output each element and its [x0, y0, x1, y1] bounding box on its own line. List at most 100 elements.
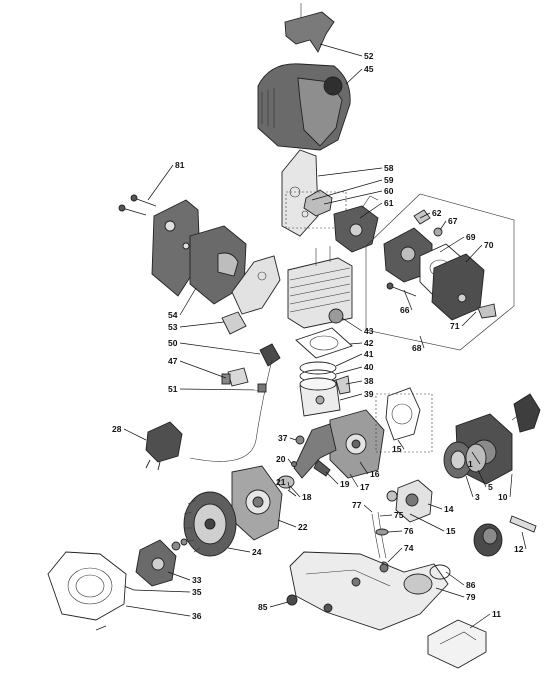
- leader-line-22: [277, 519, 297, 528]
- callout-5: 5: [488, 482, 493, 492]
- part-crankcase: [329, 409, 385, 479]
- leader-line-41: [335, 353, 363, 367]
- part-cylinder: [287, 246, 353, 329]
- leader-line-40: [335, 366, 363, 375]
- callout-22: 22: [298, 522, 308, 532]
- callout-76: 76: [404, 526, 414, 536]
- callout-16: 16: [370, 469, 380, 479]
- leader-line-53: [179, 321, 225, 328]
- leader-line-16: [359, 461, 369, 475]
- callout-66: 66: [400, 305, 410, 315]
- leader-line-10: [509, 473, 513, 498]
- callout-19: 19: [340, 479, 350, 489]
- leader-line-14: [427, 503, 443, 510]
- callout-11: 11: [492, 609, 501, 619]
- leader-line-33: [167, 571, 191, 581]
- part-nut-51: [257, 383, 267, 393]
- leader-line-19: [325, 471, 339, 485]
- callout-28: 28: [112, 424, 122, 434]
- leader-line-3: [465, 475, 474, 498]
- part-crank-pin-21: [287, 489, 297, 497]
- callout-59: 59: [384, 175, 394, 185]
- leader-line-24: [227, 547, 251, 553]
- part-carburetor: [333, 195, 379, 253]
- leader-line-75: [379, 514, 393, 517]
- leader-line-66: [403, 289, 413, 311]
- callout-36: 36: [192, 611, 202, 621]
- leader-line-50: [179, 342, 261, 355]
- callout-20: 20: [276, 454, 286, 464]
- leader-lines: [123, 43, 527, 629]
- leader-line-59: [311, 179, 383, 201]
- leader-line-58: [317, 167, 383, 177]
- callout-81: 81: [175, 160, 185, 170]
- callout-50: 50: [168, 338, 178, 348]
- part-top-cap: [284, 3, 335, 53]
- callout-79: 79: [466, 592, 476, 602]
- leader-line-45: [345, 68, 363, 85]
- leader-line-5: [477, 469, 487, 488]
- part-fuel-cap: [473, 523, 503, 557]
- parts-artwork: [47, 3, 541, 669]
- callout-60: 60: [384, 186, 394, 196]
- callout-labels: 1351011121415151617181920212224283335363…: [112, 51, 524, 621]
- part-clutch: [135, 538, 188, 587]
- callout-42: 42: [364, 338, 374, 348]
- callout-54: 54: [168, 310, 178, 320]
- part-box-68: [365, 193, 515, 351]
- part-washer-20: [291, 461, 297, 467]
- callout-24: 24: [252, 547, 262, 557]
- leader-line-70: [465, 244, 483, 263]
- callout-85: 85: [258, 602, 268, 612]
- callout-15: 15: [446, 526, 456, 536]
- leader-line-21: [287, 481, 291, 491]
- part-filter-box-70: [431, 253, 485, 321]
- leader-line-17: [349, 473, 359, 488]
- callout-45: 45: [364, 64, 374, 74]
- callout-14: 14: [444, 504, 454, 514]
- part-seal-37: [295, 435, 305, 445]
- callout-62: 62: [432, 208, 442, 218]
- callout-71: 71: [450, 321, 460, 331]
- leader-line-37: [289, 437, 297, 441]
- part-flywheel: [183, 491, 237, 557]
- leader-line-36: [125, 605, 191, 617]
- part-fuel-cap-ring: [429, 564, 451, 580]
- leader-line-43: [341, 317, 363, 332]
- part-key-12: [509, 515, 537, 533]
- leader-line-81: [147, 164, 174, 201]
- leader-line-35: [133, 589, 191, 593]
- part-block-14: [386, 479, 433, 523]
- callout-77: 77: [352, 500, 362, 510]
- part-gasket-plate: [281, 149, 319, 237]
- callout-12: 12: [514, 544, 524, 554]
- part-spark-plug-cable: [189, 343, 281, 462]
- leader-line-85: [269, 601, 289, 608]
- leader-line-67: [439, 220, 447, 231]
- callout-38: 38: [364, 376, 374, 386]
- callout-15: 15: [392, 444, 402, 454]
- callout-86: 86: [466, 580, 476, 590]
- part-screw-66: [386, 282, 417, 297]
- leader-line-86: [445, 571, 465, 586]
- leader-line-60: [323, 190, 383, 205]
- leader-line-54: [179, 287, 197, 316]
- leader-line-18: [289, 485, 301, 498]
- part-clutch-cover: [47, 551, 127, 631]
- leader-line-51: [179, 388, 259, 391]
- leader-line-76: [387, 530, 403, 533]
- leader-line-61: [359, 202, 383, 219]
- callout-52: 52: [364, 51, 374, 61]
- part-filter-74: [379, 563, 389, 573]
- callout-53: 53: [168, 322, 178, 332]
- callout-17: 17: [360, 482, 370, 492]
- leader-line-68: [419, 335, 425, 349]
- part-clip-71: [477, 303, 497, 319]
- part-cylinder-gasket: [295, 327, 353, 359]
- callout-1: 1: [468, 459, 473, 469]
- leader-line-42: [349, 342, 363, 345]
- callout-18: 18: [302, 492, 312, 502]
- callout-41: 41: [364, 349, 374, 359]
- leader-line-52: [319, 43, 363, 57]
- callout-43: 43: [364, 326, 374, 336]
